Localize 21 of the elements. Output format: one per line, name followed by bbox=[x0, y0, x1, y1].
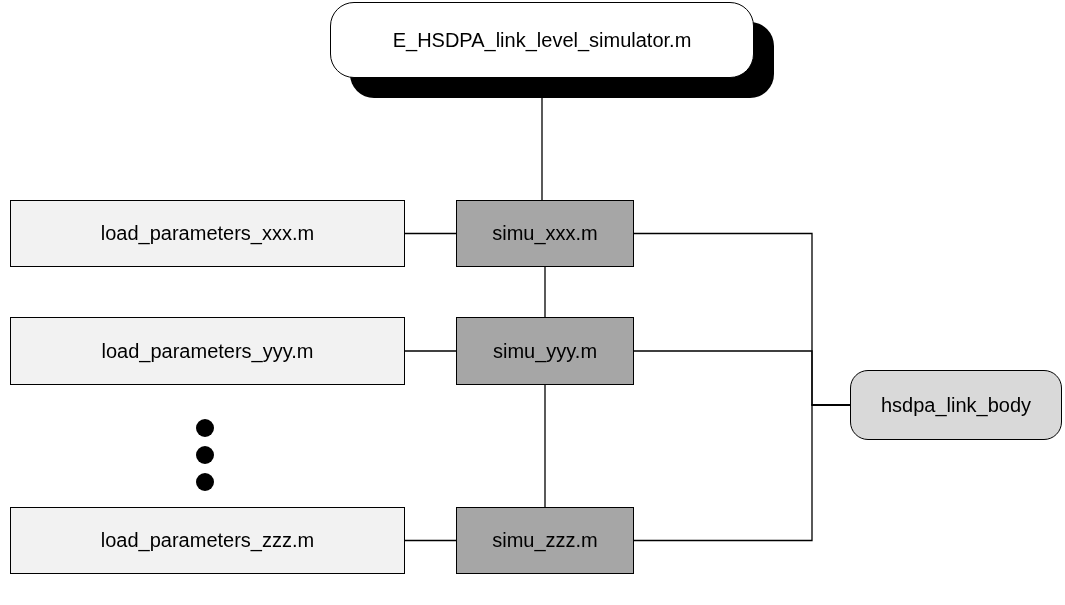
file-box bbox=[456, 507, 634, 574]
connector-line bbox=[404, 539, 457, 542]
node-label: load_parameters_zzz.m bbox=[100, 529, 315, 552]
connector-line bbox=[404, 232, 457, 235]
connector-line bbox=[404, 350, 457, 352]
connector-line bbox=[544, 384, 546, 508]
file-box bbox=[10, 200, 405, 267]
connector-line bbox=[544, 266, 546, 318]
node-label: load_parameters_yyy.m bbox=[101, 339, 314, 363]
connector-line bbox=[633, 404, 851, 542]
file-box bbox=[456, 317, 634, 385]
file-box bbox=[10, 317, 405, 385]
node-label: simu_yyy.m bbox=[492, 339, 598, 363]
function-box bbox=[850, 370, 1062, 440]
node-label: simu_xxx.m bbox=[492, 222, 598, 245]
file-box bbox=[456, 200, 634, 267]
node-label: simu_zzz.m bbox=[492, 529, 598, 552]
file-box bbox=[10, 507, 405, 574]
node-label: load_parameters_xxx.m bbox=[100, 222, 315, 245]
node-label: hsdpa_link_body bbox=[880, 393, 1032, 417]
node-label: E_HSDPA_link_level_simulator.m bbox=[392, 28, 692, 52]
